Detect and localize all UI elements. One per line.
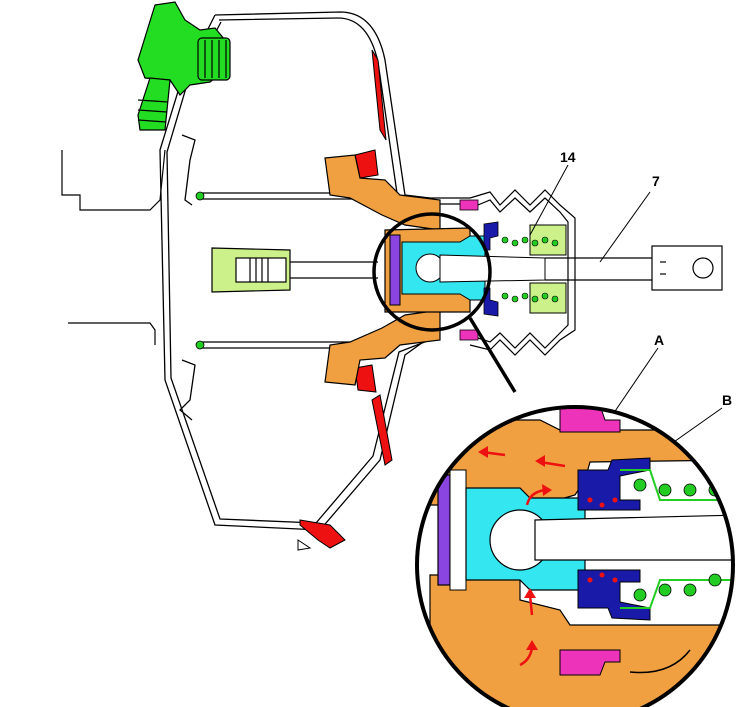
output-pushrod bbox=[211, 247, 378, 293]
detail-marker-circle bbox=[372, 212, 492, 332]
air-flow-arrows bbox=[478, 446, 566, 667]
detail-plate bbox=[449, 469, 467, 591]
valve-spring bbox=[501, 236, 559, 303]
callout-a: A bbox=[654, 332, 664, 348]
detail-connector-line bbox=[468, 317, 517, 393]
enlarged-detail-view bbox=[417, 407, 733, 707]
plunger-rod bbox=[534, 514, 733, 561]
air-particles bbox=[587, 497, 618, 583]
detail-diaphragm-lower bbox=[429, 574, 733, 707]
boot bbox=[469, 189, 576, 356]
detail-spring-retainer bbox=[620, 469, 733, 609]
enlarged-detail-frame bbox=[415, 405, 735, 707]
callout-7: 7 bbox=[652, 173, 660, 189]
detail-valve-spring bbox=[633, 478, 722, 602]
bottom-vent bbox=[297, 539, 312, 551]
detail-retainer-clip bbox=[559, 407, 621, 676]
valve-body bbox=[389, 234, 546, 306]
clevis bbox=[651, 245, 723, 291]
shell-seal bbox=[299, 49, 393, 549]
retainer-clip bbox=[459, 199, 479, 341]
mounting-plate bbox=[61, 149, 166, 345]
reaction-disc bbox=[437, 474, 451, 586]
callout-b: B bbox=[722, 392, 732, 408]
detail-boot-lower bbox=[629, 649, 691, 674]
booster-shell bbox=[159, 11, 470, 531]
valve-seal bbox=[483, 221, 499, 317]
vacuum-check-valve bbox=[137, 1, 231, 131]
input-pushrod bbox=[545, 257, 655, 281]
callout-14: 14 bbox=[560, 149, 576, 165]
